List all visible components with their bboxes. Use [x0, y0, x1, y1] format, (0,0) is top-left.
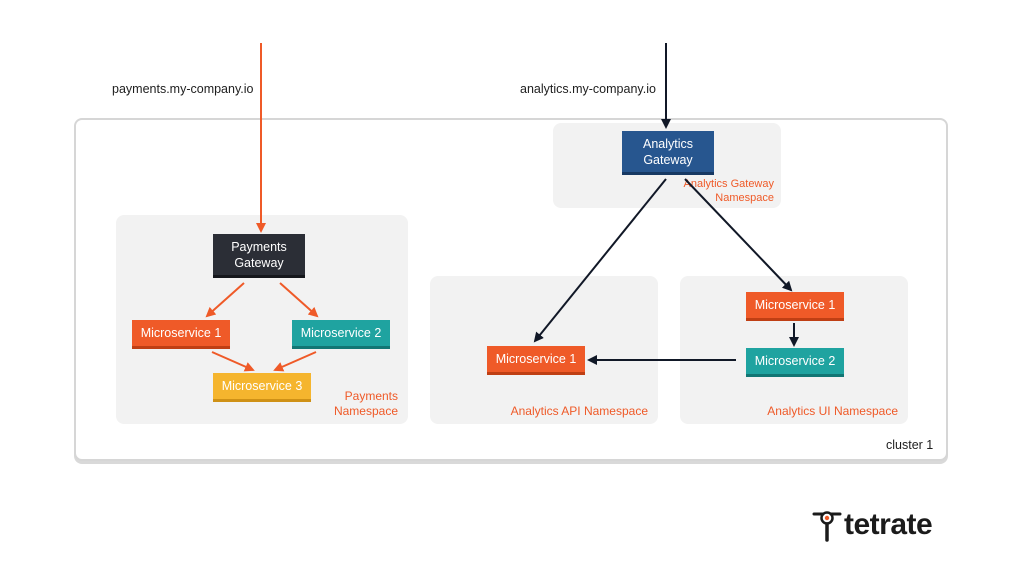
arrow-payments-gw-to-ms1 [205, 282, 245, 318]
analytics-ui-namespace-label: Analytics UI Namespace [767, 404, 898, 418]
payments-microservice-1[interactable]: Microservice 1 [132, 320, 230, 349]
arrow-analytics-gw-to-api [533, 178, 667, 343]
analytics-gateway-namespace-label: Analytics Gateway Namespace [683, 178, 774, 204]
tetrate-logo: tetrate [812, 508, 933, 542]
tetrate-logo-text: tetrate [844, 508, 933, 541]
payments-gateway[interactable]: Payments Gateway [213, 234, 305, 278]
analytics-gateway[interactable]: Analytics Gateway [622, 131, 714, 175]
arrow-analytics-gw-to-ui [684, 178, 793, 292]
analytics-ui-microservice-1[interactable]: Microservice 1 [746, 292, 844, 321]
payments-microservice-3[interactable]: Microservice 3 [213, 373, 311, 402]
analytics-ui-microservice-2[interactable]: Microservice 2 [746, 348, 844, 377]
analytics-api-namespace-label: Analytics API Namespace [510, 404, 648, 418]
payments-host-label: payments.my-company.io [112, 82, 254, 96]
payments-microservice-2[interactable]: Microservice 2 [292, 320, 390, 349]
arrow-payments-gw-to-ms2 [279, 282, 319, 318]
tetrate-logo-icon [812, 511, 842, 542]
analytics-host-label: analytics.my-company.io [520, 82, 656, 96]
cluster-label: cluster 1 [886, 438, 934, 452]
arrow-payments-ms2-to-ms3 [273, 351, 317, 372]
analytics-api-microservice-1[interactable]: Microservice 1 [487, 346, 585, 375]
arrow-payments-ms1-to-ms3 [211, 351, 255, 372]
payments-namespace-label: Payments Namespace [333, 389, 398, 418]
